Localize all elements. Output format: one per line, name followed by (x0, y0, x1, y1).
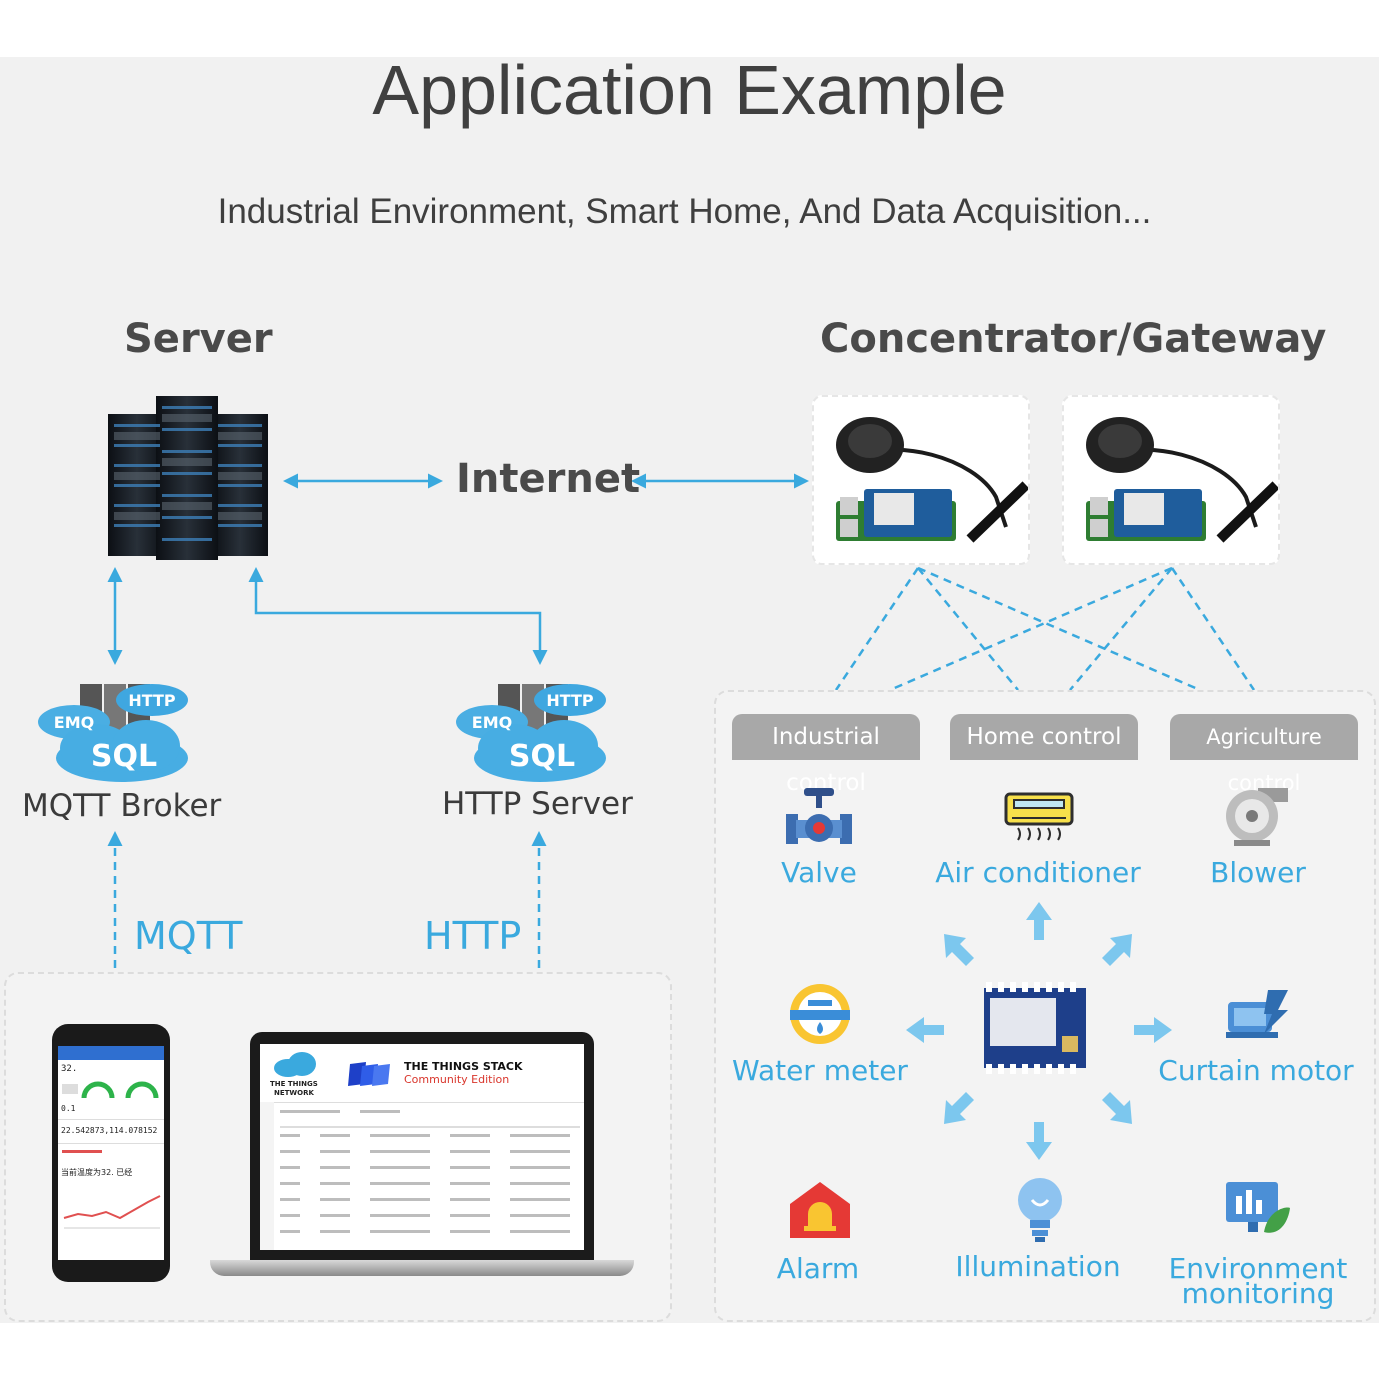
blower-label: Blower (1210, 856, 1306, 889)
alarm-label: Alarm (776, 1252, 860, 1285)
page-title: Application Example (372, 51, 1007, 129)
smartphone: 32. 0.1 22.542873,114.078152 当前温度为32. 已经 (52, 1024, 170, 1282)
valve-label: Valve (781, 856, 857, 889)
phone-gauge-icon (62, 1081, 159, 1099)
gateway-device-2 (1062, 395, 1280, 565)
lora-module-icon (984, 982, 1086, 1074)
phone-status-text: 当前温度为32. 已经 (61, 1168, 133, 1177)
stack-brand-edition: Community Edition (404, 1073, 510, 1086)
phone-line-chart-icon (63, 1195, 161, 1229)
blower-icon (1226, 788, 1288, 846)
laptop-screen: THE THINGS NETWORK THE THINGS STACK Comm… (260, 1044, 584, 1250)
svg-text:SQL: SQL (91, 739, 157, 774)
laptop-base (210, 1260, 634, 1276)
curtain-motor-icon (1226, 990, 1288, 1038)
page-subtitle: Industrial Environment, Smart Home, And … (217, 192, 1152, 231)
illumination-label: Illumination (955, 1250, 1121, 1283)
center-arrows (906, 902, 1172, 1160)
tag-industrial-control: Industrial control (732, 714, 920, 796)
svg-text:HTTP: HTTP (546, 691, 594, 710)
tag-agriculture-control: Agriculture control (1170, 714, 1358, 795)
live-data-table-icon (280, 1110, 580, 1233)
mqtt-protocol-label: MQTT (134, 914, 243, 958)
gateway-hat-icon (1086, 417, 1280, 543)
internet-label: Internet (456, 456, 641, 502)
tag-home-control: Home control (950, 714, 1138, 760)
laptop: THE THINGS NETWORK THE THINGS STACK Comm… (250, 1032, 594, 1260)
server-rack-icon (108, 396, 268, 560)
gateway-title: Concentrator/Gateway (820, 316, 1327, 362)
curtain-motor-label: Curtain motor (1158, 1054, 1354, 1087)
svg-text:HTTP: HTTP (128, 691, 176, 710)
valve-icon (786, 788, 852, 844)
phone-value-2: 0.1 (61, 1104, 76, 1113)
svg-text:EMQ: EMQ (54, 713, 94, 732)
environment-label-line-2: monitoring (1181, 1277, 1335, 1310)
alarm-icon (790, 1182, 850, 1238)
gateway-device-1 (812, 395, 1030, 565)
gateway-hat-icon (836, 417, 1030, 543)
illumination-icon (1018, 1178, 1062, 1242)
server-title: Server (124, 316, 273, 362)
network-name-2: NETWORK (274, 1089, 314, 1097)
water-meter-label: Water meter (732, 1054, 908, 1087)
air-conditioner-label: Air conditioner (935, 856, 1141, 889)
stack-brand-title: THE THINGS STACK (404, 1060, 523, 1073)
environment-label-line-1: Environment (1168, 1252, 1348, 1285)
phone-value-1: 32. (61, 1064, 78, 1074)
cloud-logo-icon (274, 1052, 316, 1077)
phone-screen: 32. 0.1 22.542873,114.078152 当前温度为32. 已经 (58, 1046, 164, 1260)
environment-monitoring-icon (1226, 1182, 1290, 1233)
mqtt-broker-label: MQTT Broker (22, 788, 222, 824)
water-meter-icon (790, 984, 850, 1044)
stack-logo-icon (348, 1062, 390, 1086)
http-server-label: HTTP Server (442, 786, 633, 822)
http-protocol-label: HTTP (424, 914, 522, 958)
air-conditioner-icon (1004, 792, 1074, 841)
network-name-1: THE THINGS (270, 1080, 318, 1088)
svg-text:SQL: SQL (509, 739, 575, 774)
svg-text:EMQ: EMQ (472, 713, 512, 732)
http-server-cloud-icon: HTTP EMQ SQL (456, 684, 606, 782)
phone-coordinates: 22.542873,114.078152 (61, 1126, 158, 1135)
mqtt-broker-cloud-icon: HTTP EMQ SQL (38, 684, 188, 782)
